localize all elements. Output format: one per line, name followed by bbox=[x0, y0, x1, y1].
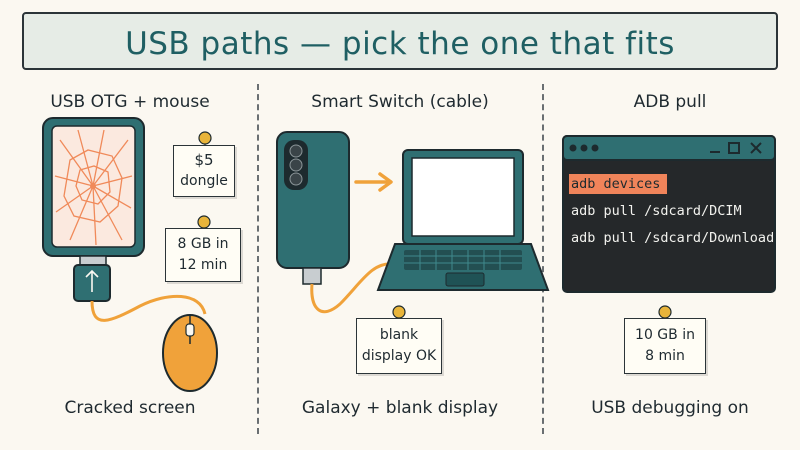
heading-usb-otg: USB OTG + mouse bbox=[50, 92, 210, 112]
caption-usb-debugging: USB debugging on bbox=[591, 398, 749, 418]
heading-adb-pull: ADB pull bbox=[633, 92, 707, 112]
caption-blank-display: Galaxy + blank display bbox=[301, 398, 499, 418]
note-line: blank bbox=[379, 327, 419, 343]
note-line: $5 bbox=[194, 151, 214, 169]
galaxy-phone-illustration bbox=[276, 131, 393, 314]
otg-adapter-illustration bbox=[73, 255, 207, 322]
caption-cracked-screen: Cracked screen bbox=[64, 398, 196, 418]
note-line: 12 min bbox=[178, 257, 228, 273]
note-otg-speed: 8 GB in 12 min bbox=[165, 228, 241, 282]
note-adb-speed: 10 GB in 8 min bbox=[624, 318, 706, 374]
terminal-line-pull-dcim: adb pull /sdcard/DCIM bbox=[571, 203, 742, 219]
title-banner: USB paths — pick the one that fits bbox=[22, 12, 778, 70]
note-blank-display: blank display OK bbox=[356, 318, 442, 374]
page-title: USB paths — pick the one that fits bbox=[125, 26, 675, 62]
column-divider bbox=[542, 84, 544, 434]
column-divider bbox=[257, 84, 259, 434]
note-line: dongle bbox=[180, 173, 228, 189]
note-dongle-cost: $5 dongle bbox=[173, 145, 235, 197]
arrow-right-icon bbox=[354, 172, 393, 192]
terminal-highlight bbox=[569, 174, 667, 194]
note-line: 8 GB in bbox=[177, 236, 229, 252]
terminal-line-adb-devices: adb devices bbox=[571, 176, 661, 192]
mouse-illustration bbox=[162, 314, 218, 392]
heading-smart-switch: Smart Switch (cable) bbox=[311, 92, 489, 112]
close-icon bbox=[750, 142, 762, 154]
note-line: 10 GB in bbox=[635, 327, 695, 343]
note-line: display OK bbox=[361, 348, 437, 364]
cracked-phone-illustration bbox=[42, 117, 145, 257]
note-line: 8 min bbox=[645, 348, 685, 364]
terminal-line-pull-download: adb pull /sdcard/Download bbox=[571, 230, 775, 246]
maximize-icon bbox=[728, 142, 740, 154]
laptop-illustration bbox=[376, 149, 550, 291]
